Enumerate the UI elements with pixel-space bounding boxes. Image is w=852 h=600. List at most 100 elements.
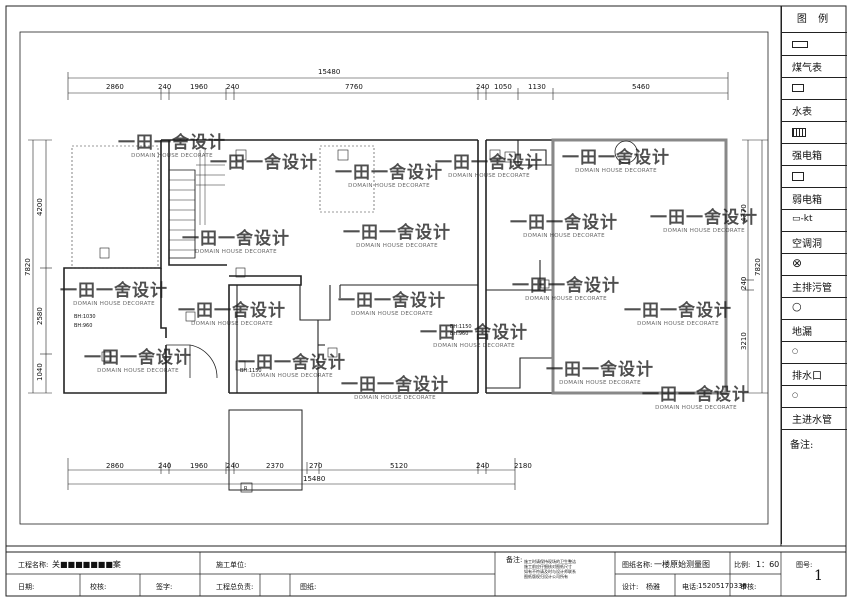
top-dimension-chain bbox=[67, 72, 729, 100]
dim-bottom-total: 15480 bbox=[303, 475, 325, 483]
dim-right-total: 7820 bbox=[754, 258, 762, 276]
construction-unit-label: 施工单位: bbox=[216, 561, 247, 569]
entry-door bbox=[166, 344, 218, 379]
walls bbox=[63, 139, 727, 394]
legend-item-sewage: 主排污管 bbox=[782, 275, 847, 298]
terrace-dashed bbox=[71, 145, 159, 269]
svg-text:5120: 5120 bbox=[390, 462, 408, 470]
svg-text:240: 240 bbox=[476, 462, 489, 470]
svg-text:1130: 1130 bbox=[528, 83, 546, 91]
legend-label: 弱电箱 bbox=[792, 195, 822, 206]
legend-symbol-drain: ○ bbox=[782, 297, 847, 320]
dim-right-2: 240 bbox=[740, 277, 748, 290]
title-block-grid bbox=[6, 552, 782, 596]
legend-title: 图 例 bbox=[782, 8, 847, 33]
left-dimension-chain bbox=[28, 139, 52, 394]
svg-text:1960: 1960 bbox=[190, 83, 208, 91]
svg-text:2860: 2860 bbox=[106, 83, 124, 91]
bottom-dimension-chain bbox=[67, 458, 516, 490]
drain-outlet-icon: ○ bbox=[792, 347, 799, 355]
legend-item-power-box: 强电箱 bbox=[782, 143, 847, 166]
page-number: 1 bbox=[814, 568, 823, 584]
project-label: 工程名称: bbox=[18, 561, 49, 569]
legend-label: 主排污管 bbox=[792, 283, 832, 294]
svg-text:1050: 1050 bbox=[494, 83, 512, 91]
svg-text:2180: 2180 bbox=[514, 462, 532, 470]
dim-top-seg-labels: 2860 240 1960 240 7760 240 1050 1130 546… bbox=[106, 83, 650, 91]
sign-label: 签字: bbox=[156, 583, 173, 591]
dim-left-total: 7820 bbox=[24, 258, 32, 276]
dim-right-1: 4370 bbox=[740, 204, 748, 222]
svg-text:240: 240 bbox=[158, 83, 171, 91]
ac-marker bbox=[614, 140, 638, 164]
porch-r-mark: R bbox=[244, 486, 248, 492]
dim-top-total: 15480 bbox=[318, 68, 340, 76]
review-label: 审核: bbox=[740, 583, 757, 591]
drawing-label: 图纸: bbox=[300, 583, 317, 591]
bh-label-4: BH:1150 bbox=[450, 324, 472, 330]
phone-value: 15205170336 bbox=[698, 582, 747, 590]
outer-border bbox=[5, 5, 847, 597]
title-block: 工程名称: 关■■■■■■■案 施工单位: 备注: 施工时请保持现场的卫生整洁 … bbox=[6, 552, 846, 596]
legend-item-outlet: 排水口 bbox=[782, 363, 847, 386]
svg-text:240: 240 bbox=[476, 83, 489, 91]
dim-left-2: 2580 bbox=[36, 307, 44, 325]
manager-label: 工程总负责: bbox=[216, 583, 254, 591]
legend-label: 煤气表 bbox=[792, 63, 822, 74]
porch bbox=[228, 409, 303, 491]
legend-label: 空调洞 bbox=[792, 239, 822, 250]
designer-value: 杨雅 bbox=[646, 583, 660, 591]
legend-item-gas-meter: 煤气表 bbox=[782, 55, 847, 78]
page-label: 图号: bbox=[796, 561, 813, 569]
bh-label-3: BH:1150 bbox=[240, 368, 262, 374]
check-label: 校核: bbox=[90, 583, 107, 591]
legend-symbol-ac: ▭-kt bbox=[782, 209, 847, 232]
legend-label: 排水口 bbox=[792, 371, 822, 382]
inner-walls bbox=[168, 140, 553, 393]
project-value: 关■■■■■■■案 bbox=[52, 560, 121, 569]
dim-right-3: 3210 bbox=[740, 332, 748, 350]
date-label: 日期: bbox=[18, 583, 35, 591]
sewage-pipe-icon: ⊗ bbox=[792, 256, 803, 270]
svg-text:7760: 7760 bbox=[345, 83, 363, 91]
ac-hole-icon: ▭-kt bbox=[792, 214, 813, 224]
svg-text:270: 270 bbox=[309, 462, 322, 470]
svg-text:2860: 2860 bbox=[106, 462, 124, 470]
bh-label-5: BH:960 bbox=[450, 331, 468, 337]
upper-dashed-room bbox=[319, 145, 375, 213]
legend-symbol-weak bbox=[782, 165, 847, 188]
dim-bottom-seg-labels: 2860 240 1960 240 2370 270 5120 240 2180 bbox=[106, 462, 532, 470]
legend-label: 主进水管 bbox=[792, 415, 832, 426]
right-dimension-chain bbox=[742, 139, 768, 394]
phone-label: 电话: bbox=[682, 583, 699, 591]
drawing-frame bbox=[19, 31, 769, 525]
svg-text:240: 240 bbox=[226, 83, 239, 91]
legend-symbol-outlet: ○ bbox=[782, 341, 847, 364]
bh-label-2: BH:960 bbox=[74, 323, 92, 329]
svg-text:5460: 5460 bbox=[632, 83, 650, 91]
scale-value: 1：60 bbox=[756, 560, 780, 569]
legend-symbol-power bbox=[782, 121, 847, 144]
legend-label: 水表 bbox=[792, 107, 812, 118]
legend-item-water-meter: 水表 bbox=[782, 99, 847, 122]
legend-label: 地漏 bbox=[792, 327, 812, 338]
floor-drain-icon: ○ bbox=[792, 300, 802, 313]
svg-text:1960: 1960 bbox=[190, 462, 208, 470]
living-room-frame bbox=[551, 138, 728, 395]
drawing-name-value: 一楼原始测量图 bbox=[654, 560, 710, 569]
scale-label: 比例: bbox=[734, 561, 751, 569]
water-inlet-icon: ○ bbox=[792, 391, 799, 399]
drawing-name-label: 图纸名称: bbox=[622, 561, 653, 569]
svg-text:240: 240 bbox=[158, 462, 171, 470]
designer-label: 设计: bbox=[622, 583, 639, 591]
legend-symbol-gas bbox=[782, 33, 847, 56]
legend-symbol-inlet: ○ bbox=[782, 385, 847, 408]
notes-label: 备注: bbox=[506, 556, 523, 564]
notes-lines: 施工时请保持现场的卫生整洁 施工前应仔细核对图纸尺寸 如有不符请及时与设计师联系… bbox=[524, 559, 576, 579]
legend-item-weak-box: 弱电箱 bbox=[782, 187, 847, 210]
dim-left-3: 1040 bbox=[36, 363, 44, 381]
svg-text:2370: 2370 bbox=[266, 462, 284, 470]
legend-item-inlet: 主进水管 bbox=[782, 407, 847, 430]
legend-symbol-sewage: ⊗ bbox=[782, 253, 847, 276]
